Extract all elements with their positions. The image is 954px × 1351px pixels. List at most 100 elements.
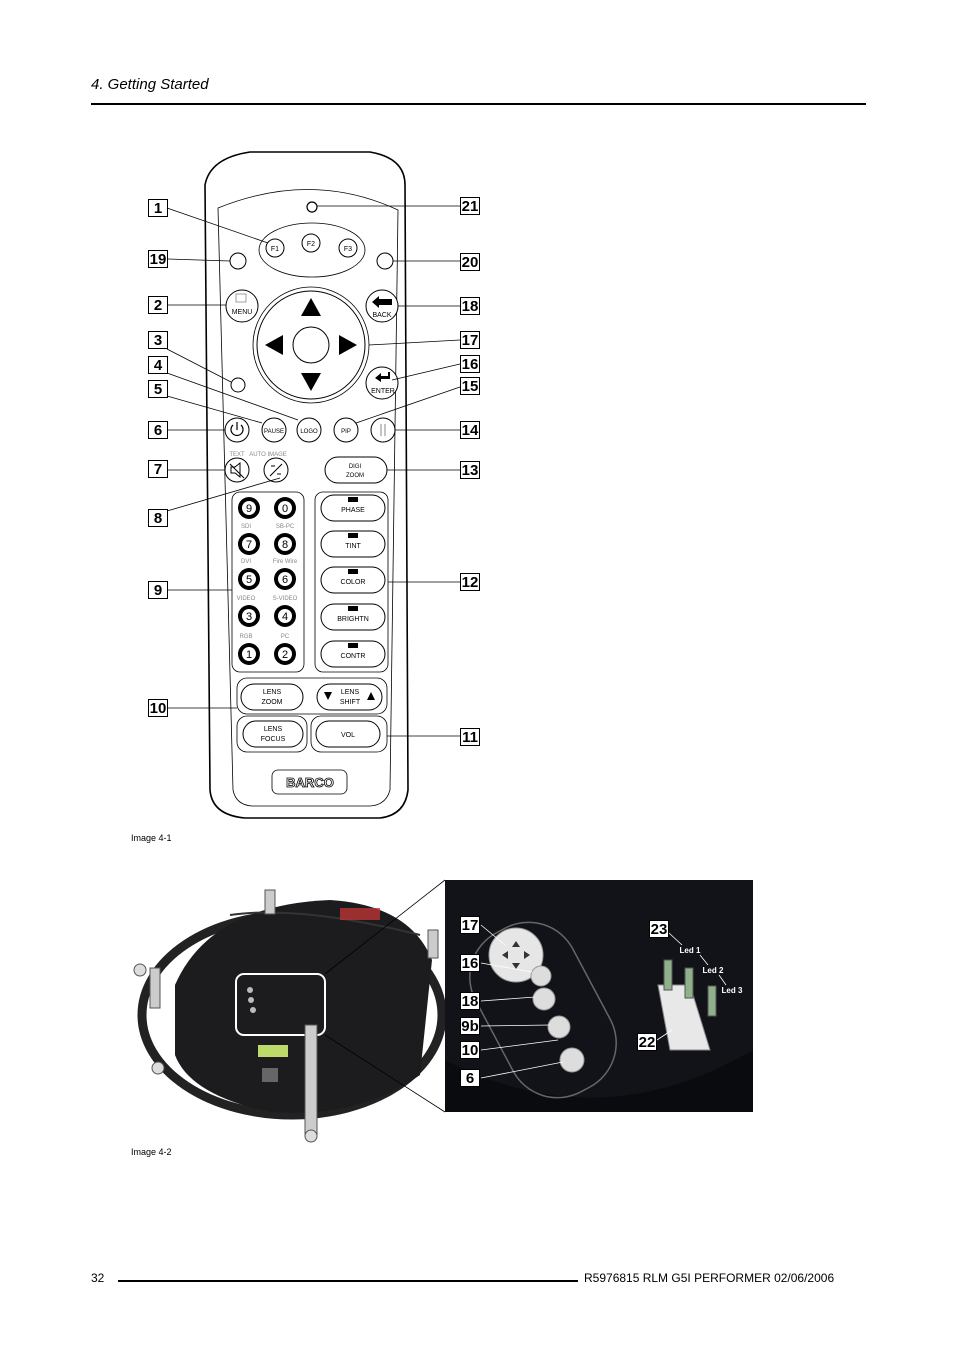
keypad-source-label: VIDEO bbox=[237, 596, 256, 602]
callout-left-4: 4 bbox=[148, 356, 168, 374]
digi-zoom-label-1: DIGI bbox=[349, 464, 362, 470]
footer-rule bbox=[118, 1280, 578, 1282]
keypad-source-label: SDI bbox=[241, 524, 251, 530]
f3-label: F3 bbox=[344, 246, 352, 253]
keypad-source-label: Fire Wire bbox=[273, 559, 298, 565]
detail-callout-6: 6 bbox=[460, 1069, 480, 1087]
keypad-source-label: RGB bbox=[239, 634, 252, 640]
page-header-title: 4. Getting Started bbox=[91, 76, 209, 93]
callout-right-21: 21 bbox=[460, 197, 480, 215]
callout-right-14: 14 bbox=[460, 421, 480, 439]
detail-callout-18: 18 bbox=[460, 992, 480, 1010]
keypad-source-label: S-VIDEO bbox=[273, 596, 298, 602]
ir-led-icon bbox=[307, 202, 317, 212]
keypad-digit: 2 bbox=[282, 649, 288, 661]
menu-label: MENU bbox=[232, 309, 253, 316]
adjust-buttons: PHASE TINT COLOR BRIGHTN CONTR bbox=[321, 495, 385, 667]
footer-document-id: R5976815 RLM G5I PERFORMER 02/06/2006 bbox=[584, 1271, 834, 1285]
callout-left-19: 19 bbox=[148, 250, 168, 268]
detail-back-button bbox=[533, 988, 555, 1010]
callout-left-5: 5 bbox=[148, 380, 168, 398]
auto-image-label: AUTO IMAGE bbox=[249, 452, 287, 458]
lens-zoom-label-1: LENS bbox=[263, 689, 282, 696]
detail-callout-16: 16 bbox=[460, 954, 480, 972]
color-icon bbox=[348, 569, 358, 574]
led-3-label: Led 3 bbox=[722, 986, 743, 995]
detail-enter-button bbox=[531, 966, 551, 986]
callout-left-6: 6 bbox=[148, 421, 168, 439]
callout-right-17: 17 bbox=[460, 331, 480, 349]
lens-focus-label-1: LENS bbox=[264, 726, 283, 733]
brightn-icon bbox=[348, 606, 358, 611]
keypad-digit: 4 bbox=[282, 611, 288, 623]
detail-callout-17: 17 bbox=[460, 916, 480, 934]
lens-focus-label-2: FOCUS bbox=[261, 736, 286, 743]
callout-right-13: 13 bbox=[460, 461, 480, 479]
projector-lcd bbox=[258, 1045, 288, 1057]
detail-power-button bbox=[560, 1048, 584, 1072]
pip-label: PIP bbox=[341, 429, 351, 435]
status-led bbox=[231, 378, 245, 392]
keypad-source-label: DVI bbox=[241, 559, 251, 565]
phase-label: PHASE bbox=[341, 507, 365, 514]
enter-label: ENTER bbox=[371, 388, 395, 395]
callout-right-11: 11 bbox=[460, 728, 480, 746]
led-1-label: Led 1 bbox=[680, 946, 701, 955]
callout-right-20: 20 bbox=[460, 253, 480, 271]
back-label: BACK bbox=[372, 312, 391, 319]
keypad-digit: 0 bbox=[282, 503, 288, 515]
callout-left-1: 1 bbox=[148, 199, 168, 217]
tint-icon bbox=[348, 533, 358, 538]
callout-right-18: 18 bbox=[460, 297, 480, 315]
vol-label: VOL bbox=[341, 732, 355, 739]
pause-label: PAUSE bbox=[264, 429, 284, 435]
text-label: TEXT bbox=[229, 452, 245, 458]
callout-right-15: 15 bbox=[460, 377, 480, 395]
keypad-digit: 7 bbox=[246, 539, 252, 551]
keypad-digit: 6 bbox=[282, 574, 288, 586]
brand-logo: BARCO bbox=[286, 775, 334, 790]
contr-icon bbox=[348, 643, 358, 648]
address-button-left bbox=[230, 253, 246, 269]
footer-page-number: 32 bbox=[91, 1271, 104, 1285]
address-button-right bbox=[377, 253, 393, 269]
digi-zoom-label-2: ZOOM bbox=[346, 473, 364, 479]
f1-label: F1 bbox=[271, 246, 279, 253]
remote-body-outline bbox=[205, 152, 408, 818]
caption-image-4-1: Image 4-1 bbox=[131, 833, 172, 843]
detail-callout-22: 22 bbox=[637, 1033, 657, 1051]
tint-label: TINT bbox=[345, 543, 361, 550]
keypad-digit: 8 bbox=[282, 539, 288, 551]
header-rule bbox=[91, 103, 866, 105]
logo-label: LOGO bbox=[300, 429, 318, 435]
keypad-source-label: SB-PC bbox=[276, 524, 295, 530]
keypad-digit: 1 bbox=[246, 649, 252, 661]
callout-left-7: 7 bbox=[148, 460, 168, 478]
callout-left-3: 3 bbox=[148, 331, 168, 349]
led-2-label: Led 2 bbox=[703, 966, 724, 975]
f2-label: F2 bbox=[307, 241, 315, 248]
freeze-button bbox=[371, 418, 395, 442]
callout-left-10: 10 bbox=[148, 699, 168, 717]
keypad-digit: 5 bbox=[246, 574, 252, 586]
detail-callout-10: 10 bbox=[460, 1041, 480, 1059]
detail-callout-23: 23 bbox=[649, 920, 669, 938]
contr-label: CONTR bbox=[341, 653, 366, 660]
keypad-digit: 9 bbox=[246, 503, 252, 515]
projector-figure: Led 1 Led 2 Led 3 bbox=[0, 870, 954, 1160]
callout-left-9: 9 bbox=[148, 581, 168, 599]
brightn-label: BRIGHTN bbox=[337, 616, 369, 623]
lens-shift-label-1: LENS bbox=[341, 689, 360, 696]
lens-shift-label-2: SHIFT bbox=[340, 699, 361, 706]
keypad-source-label: PC bbox=[281, 634, 290, 640]
keypad-digit: 3 bbox=[246, 611, 252, 623]
callout-left-8: 8 bbox=[148, 509, 168, 527]
phase-icon bbox=[348, 497, 358, 502]
detail-9b-button bbox=[548, 1016, 570, 1038]
callout-right-12: 12 bbox=[460, 573, 480, 591]
detail-callout-9b: 9b bbox=[460, 1017, 480, 1035]
callout-right-16: 16 bbox=[460, 355, 480, 373]
caption-image-4-2: Image 4-2 bbox=[131, 1147, 172, 1157]
lens-zoom-label-2: ZOOM bbox=[262, 699, 283, 706]
color-label: COLOR bbox=[341, 579, 366, 586]
